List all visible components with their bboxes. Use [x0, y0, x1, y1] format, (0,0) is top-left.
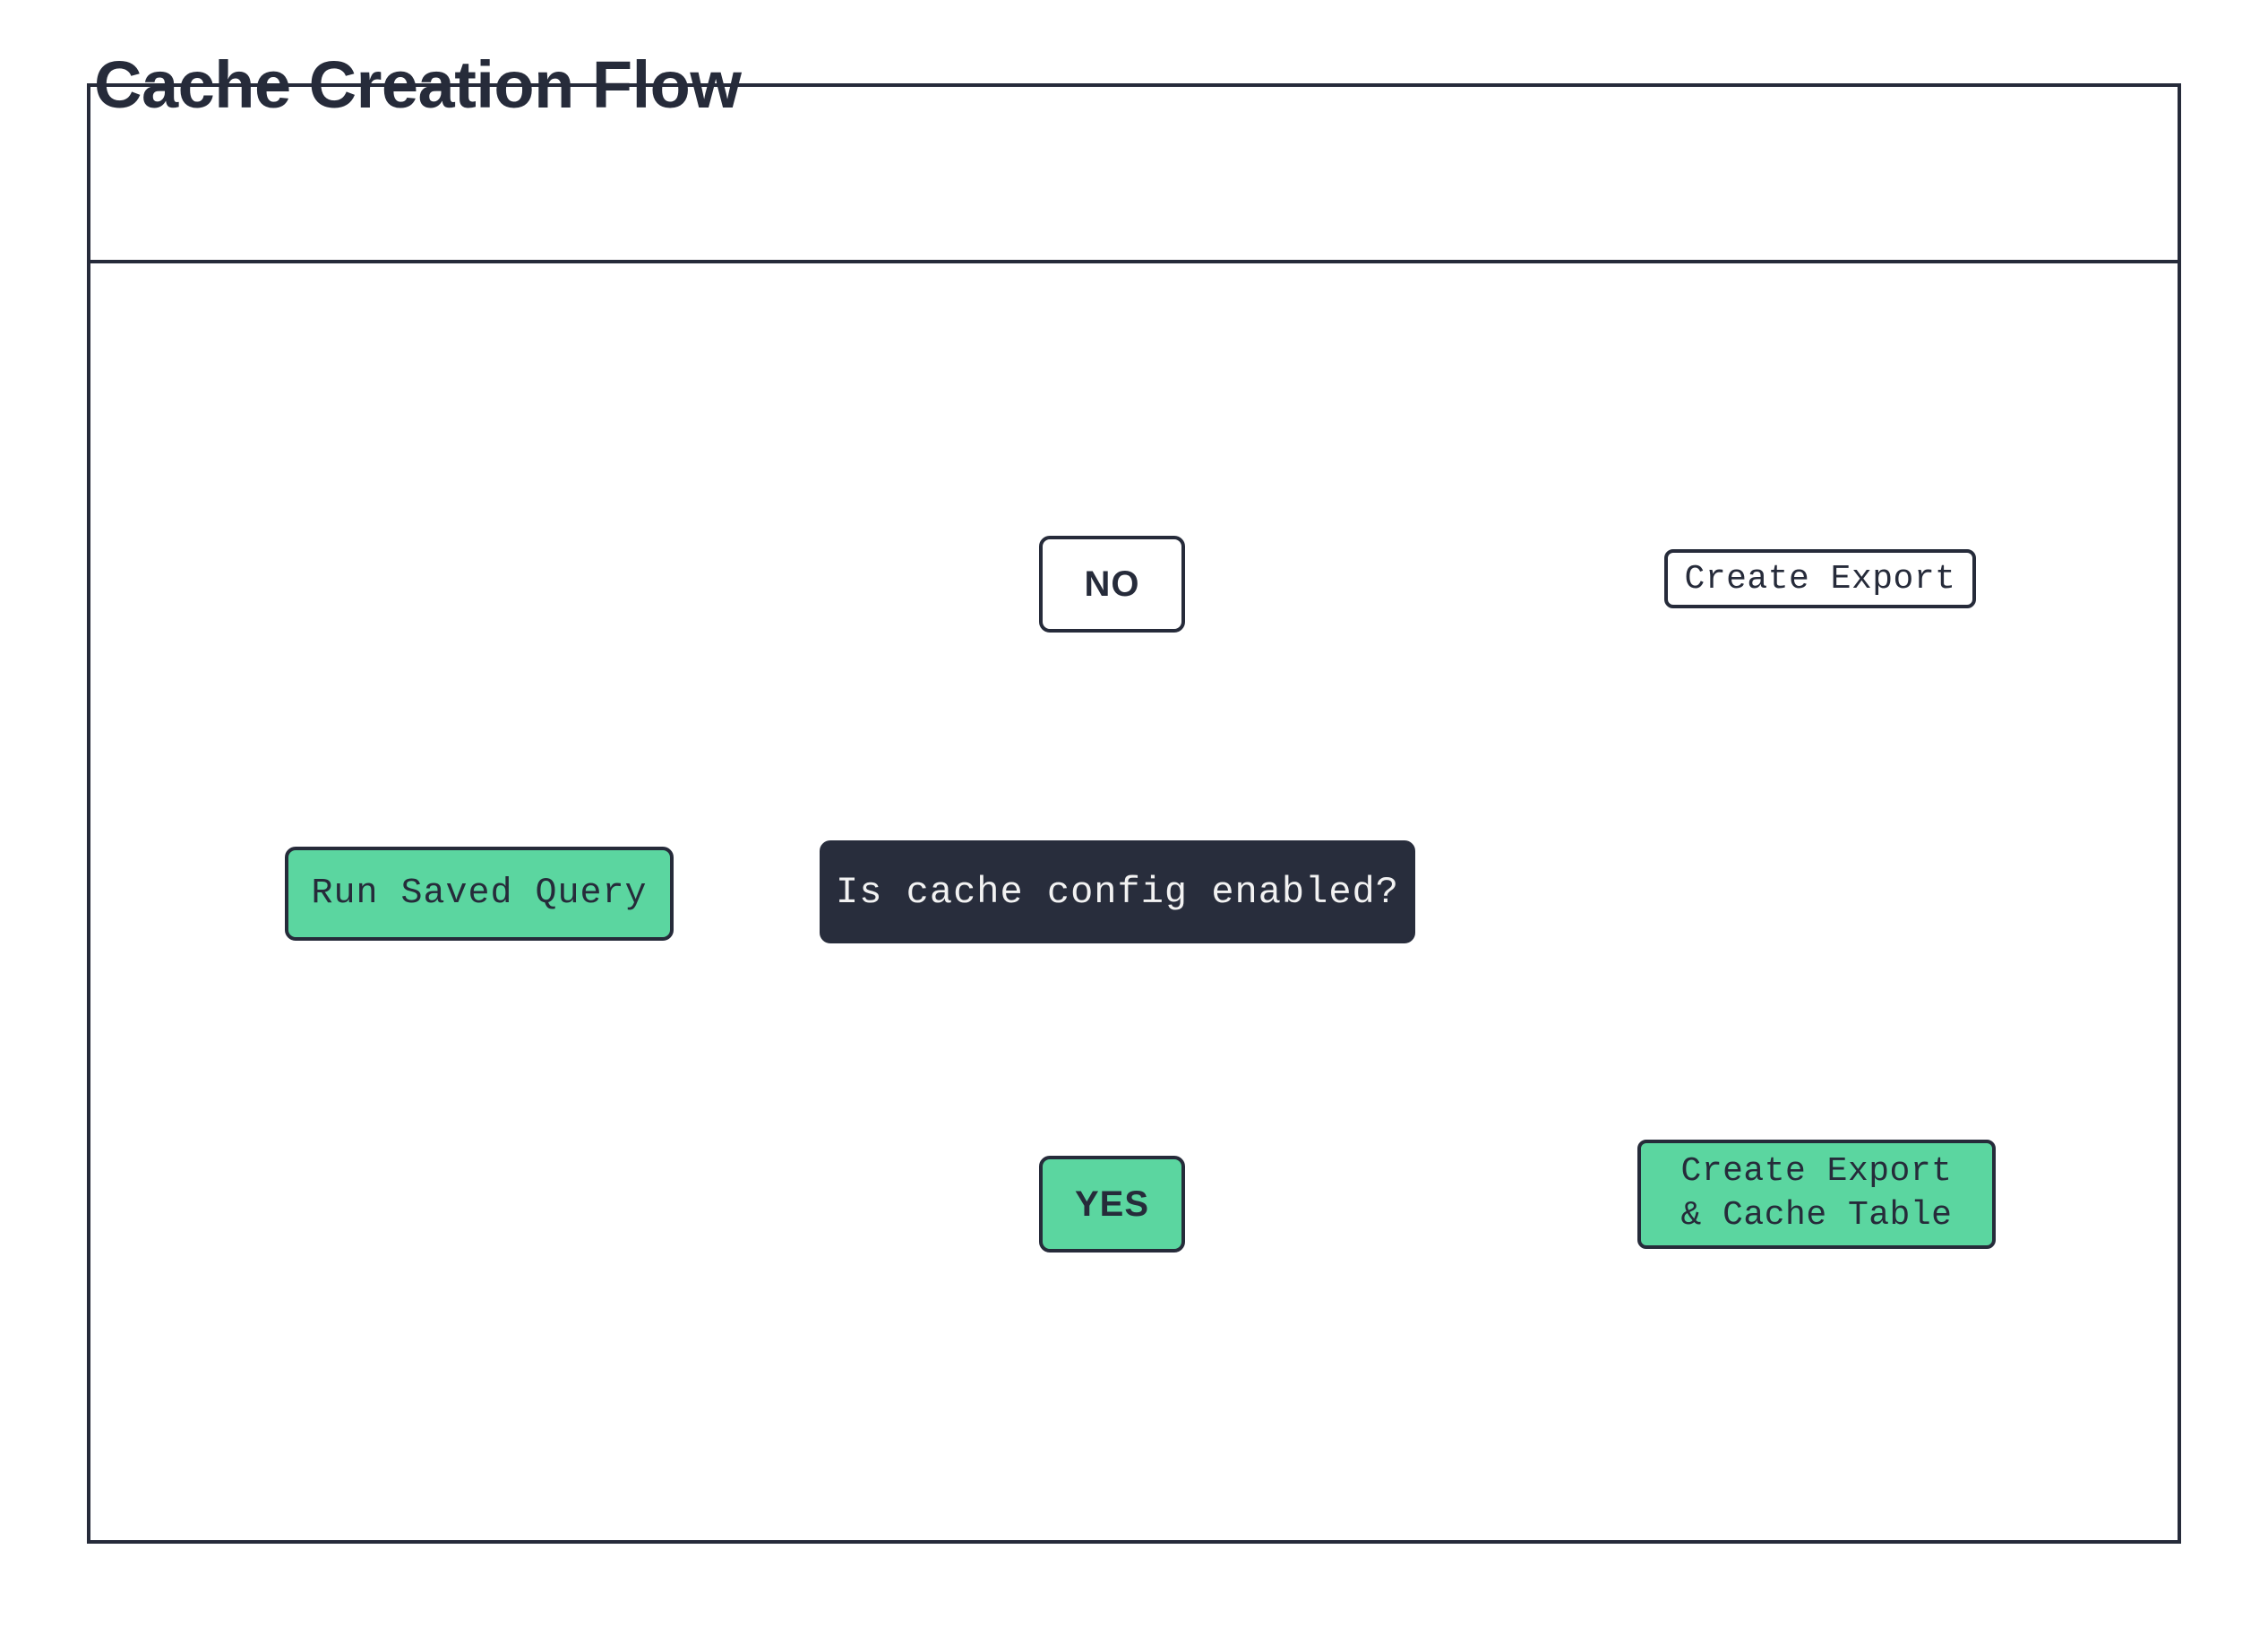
edge-label-yes[interactable]: YES: [1039, 1156, 1185, 1253]
node-run-saved-query-label: Run Saved Query: [311, 874, 648, 914]
edge-label-yes-text: YES: [1074, 1184, 1150, 1224]
node-create-export[interactable]: Create Export: [1664, 549, 1976, 608]
edge-label-no-text: NO: [1084, 564, 1140, 604]
node-decision-label: Is cache config enabled?: [836, 870, 1399, 914]
node-run-saved-query[interactable]: Run Saved Query: [285, 847, 674, 941]
edge-label-no[interactable]: NO: [1039, 536, 1185, 633]
page-title: Cache Creation Flow: [94, 47, 742, 122]
node-create-export-cache-line-2: & Cache Table: [1680, 1196, 1953, 1235]
node-create-export-and-cache-table[interactable]: Create Export & Cache Table: [1637, 1140, 1996, 1249]
node-decision-cache-config[interactable]: Is cache config enabled?: [820, 840, 1415, 943]
node-create-export-cache-line-1: Create Export: [1680, 1152, 1953, 1192]
node-create-export-label: Create Export: [1684, 559, 1956, 598]
diagram-title-bar: [90, 87, 2178, 263]
diagram-frame: [87, 83, 2181, 1544]
